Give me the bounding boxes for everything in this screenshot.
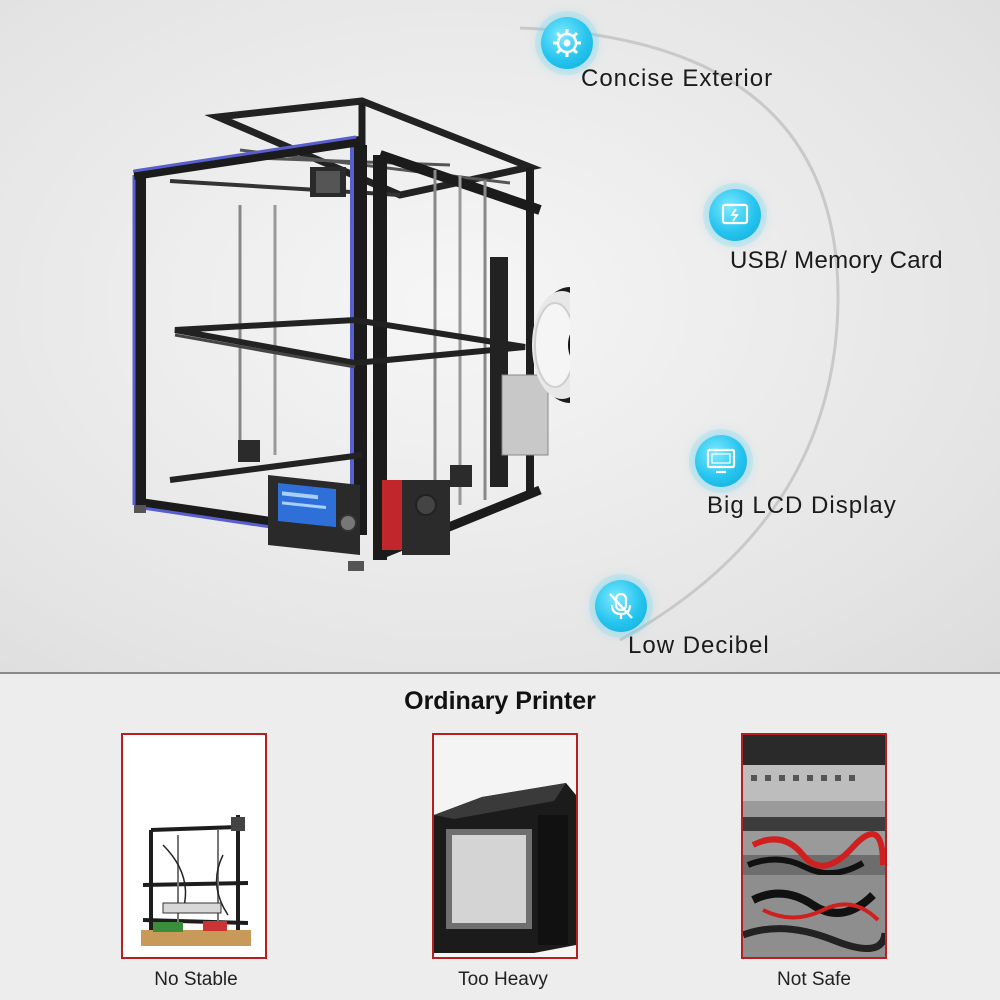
memory-card-icon <box>709 189 761 241</box>
monitor-icon <box>695 435 747 487</box>
heavy-printer-image <box>434 735 576 957</box>
feature-label: Low Decibel <box>628 632 770 659</box>
decorative-arc <box>519 26 840 642</box>
comparison-caption: No Stable <box>154 969 238 990</box>
comparison-card-not-safe <box>741 733 887 959</box>
comparison-card-no-stable <box>121 733 267 959</box>
comparison-card-too-heavy <box>432 733 578 959</box>
comparison-caption: Not Safe <box>777 969 851 990</box>
feature-label: USB/ Memory Card <box>730 247 943 274</box>
mute-icon <box>595 580 647 632</box>
gear-icon <box>541 17 593 69</box>
feature-label: Big LCD Display <box>707 492 897 519</box>
unstable-printer-image <box>123 735 265 957</box>
feature-label: Concise Exterior <box>581 65 774 92</box>
printer-illustration <box>132 97 570 571</box>
unsafe-wiring-image <box>743 735 885 957</box>
comparison-caption: Too Heavy <box>458 969 548 990</box>
section-divider <box>0 672 1000 674</box>
hero-section: Concise Exterior USB/ Memory Card Big LC… <box>0 0 1000 672</box>
comparison-title: Ordinary Printer <box>404 687 596 715</box>
